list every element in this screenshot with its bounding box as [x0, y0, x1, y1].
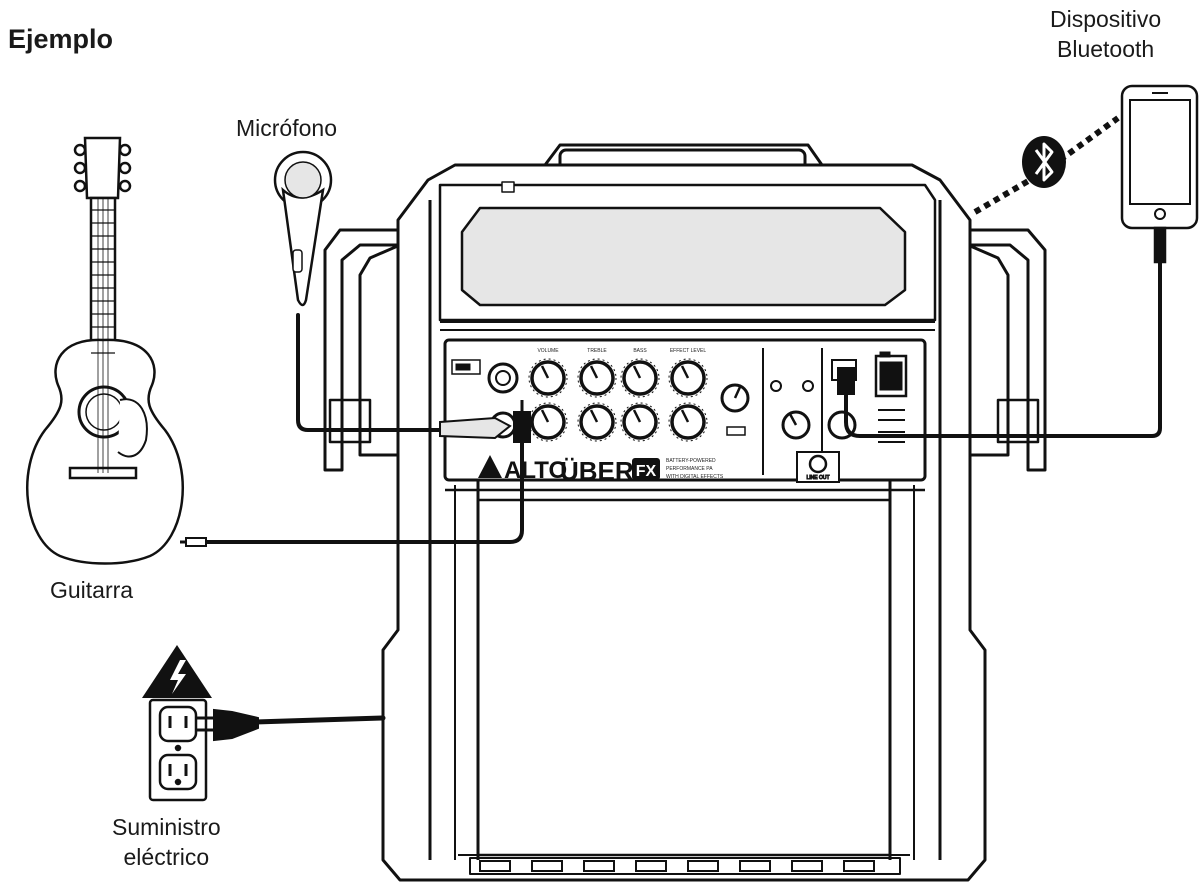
power-supply-label-line1: Suministro — [112, 814, 221, 840]
guitar-cable-jack — [180, 537, 207, 547]
panel-knob — [620, 402, 660, 442]
speaker-knob-labels: VOLUME TREBLE BASS EFFECT LEVEL — [537, 348, 706, 354]
knob-label-volume: VOLUME — [537, 348, 559, 354]
brand-name: ALTO — [504, 457, 567, 484]
guitar-plug — [513, 400, 531, 443]
microphone-label: Micrófono — [236, 115, 337, 141]
power-outlet-icon — [148, 698, 208, 802]
line-out-jack: LINE OUT — [796, 451, 840, 483]
knob-label-effect-level: EFFECT LEVEL — [670, 348, 707, 354]
tagline-line-2: PERFORMANCE PA — [666, 466, 713, 472]
power-supply-label-line2: eléctrico — [123, 844, 210, 870]
guitar — [26, 136, 184, 565]
tagline-line-3: WITH DIGITAL EFFECTS — [666, 474, 724, 480]
foot-notch — [843, 860, 875, 872]
speaker-bottom-feet — [458, 854, 910, 875]
usb-plug — [837, 367, 855, 395]
microphone — [273, 150, 333, 307]
power-supply-label: Suministro eléctrico — [112, 812, 221, 872]
power-switch — [874, 351, 908, 443]
model-name: ÜBER — [560, 456, 634, 486]
bluetooth-device-label-line1: Dispositivo — [1050, 6, 1162, 32]
foot-notch — [531, 860, 563, 872]
tagline-line-1: BATTERY-POWERED — [666, 458, 716, 464]
power-cable — [252, 715, 386, 725]
guitar-label: Guitarra — [50, 577, 134, 603]
guitar-cable — [203, 438, 524, 544]
line-out-label: LINE OUT — [806, 475, 829, 481]
bluetooth-device-label-line2: Bluetooth — [1057, 36, 1155, 62]
speaker — [323, 143, 1047, 882]
panel-knob — [668, 358, 708, 398]
power-plug — [196, 708, 259, 742]
bluetooth-icon — [1022, 136, 1066, 188]
foot-notch — [479, 860, 511, 872]
alto-logo-icon — [478, 455, 502, 478]
panel-knob — [668, 402, 708, 442]
foot-notch — [791, 860, 823, 872]
model-badge: FX — [636, 463, 657, 480]
panel-knob — [577, 402, 617, 442]
bluetooth-signal — [973, 115, 1120, 215]
microphone-cable — [296, 313, 447, 432]
smartphone — [1120, 84, 1199, 264]
speaker-panel-knobs — [528, 358, 708, 442]
foot-notch — [635, 860, 667, 872]
speaker-left-side-handle — [323, 228, 400, 472]
panel-knob — [528, 358, 568, 398]
panel-knob — [620, 358, 660, 398]
panel-knob — [528, 402, 568, 442]
speaker-top-grille — [460, 206, 907, 307]
knob-label-treble: TREBLE — [587, 348, 607, 354]
cables — [203, 260, 1162, 725]
bluetooth-device-label: Dispositivo Bluetooth — [1050, 4, 1161, 64]
foot-notch — [687, 860, 719, 872]
warning-lightning-icon — [142, 645, 212, 698]
speaker-right-side-handle — [968, 228, 1047, 472]
page-title: Ejemplo — [8, 24, 114, 54]
foot-notch — [739, 860, 771, 872]
knob-label-bass: BASS — [633, 348, 647, 354]
foot-notch — [583, 860, 615, 872]
guitar-strings — [97, 198, 109, 473]
microphone-plug — [439, 416, 512, 440]
panel-knob — [577, 358, 617, 398]
usb-cable — [844, 260, 1162, 438]
speaker-brand-row: ALTO ÜBER FX BATTERY-POWERED PERFORMANCE… — [478, 455, 724, 486]
speaker-foot-notches — [479, 860, 875, 872]
effect-selector-knob — [720, 383, 750, 436]
